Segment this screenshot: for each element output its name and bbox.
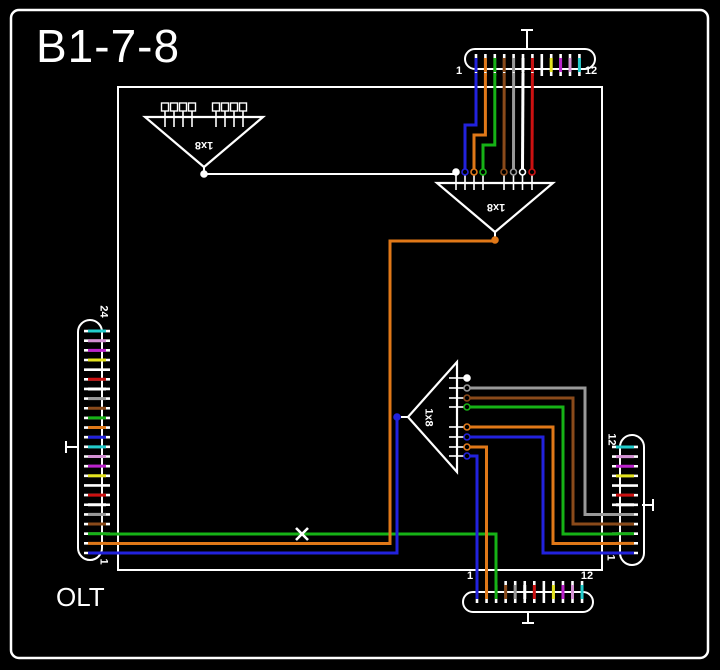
splitter-top-left-symbol — [142, 115, 266, 169]
splitter-top-right-pin-5-dot — [500, 168, 508, 176]
wire-mid-out6-blue — [469, 435, 618, 555]
splitter-middle-label: 1x8 — [422, 408, 435, 427]
wire-mid-out4-green — [469, 405, 618, 536]
olt-label: OLT — [56, 582, 105, 612]
wire-top-port3-green — [481, 73, 497, 170]
splitter-middle-pin-7-dot — [463, 443, 471, 451]
right-connector-body — [619, 434, 645, 566]
splitter-top-right-pin-4-dot — [479, 168, 487, 176]
wire-mid-out7-orange — [469, 445, 488, 586]
top-connector-port1-label: 1 — [455, 65, 463, 77]
right-connector-port12-label: 12 — [605, 433, 618, 446]
wire-mid-out3-brown — [469, 396, 618, 526]
splitter-top-left-pin-square — [238, 102, 248, 112]
olt-connector-port1-label: 1 — [97, 558, 110, 565]
splitter-top-left-pin-square — [229, 102, 239, 112]
splitter-top-right-pin-2-dot — [461, 168, 469, 176]
wire-top-port1-blue — [463, 73, 478, 170]
splitter-top-right-pin-6-dot — [509, 168, 518, 176]
splitter-top-right-pin-8-dot — [528, 168, 536, 176]
bottom-connector-port12-label: 12 — [580, 570, 594, 582]
splitter-top-right-symbol — [433, 181, 557, 234]
wire-olt-port1-blue — [106, 419, 399, 555]
splitter-top-right-pin-3-dot — [470, 168, 478, 176]
wire-mid-out8-blue — [469, 454, 479, 586]
wire-top-port2-orange — [472, 73, 487, 170]
splitter-top-right-apex-dot — [491, 236, 499, 244]
olt-connector-port24-label: 24 — [97, 305, 110, 318]
bottom-connector-port1-label: 1 — [466, 570, 474, 582]
splitter-middle-pin-6-dot — [463, 433, 471, 441]
wire-top-port6-white — [521, 72, 525, 171]
splitter-top-left-pin-square — [169, 102, 179, 112]
wire-mid-out5-orange — [469, 425, 618, 545]
splitter-top-left-pin-square — [187, 102, 197, 112]
top-connector-port12-label: 12 — [584, 65, 598, 77]
splitter-middle-symbol — [406, 359, 459, 475]
splitter-top-left-apex-dot — [200, 170, 208, 178]
splitter-top-right-pin-7-dot — [518, 168, 527, 176]
splitter-top-right-label: 1x8 — [486, 201, 506, 213]
splitter-top-right-pin-1-dot — [452, 168, 460, 176]
wire-olt-port3-green — [106, 532, 498, 586]
fault-x-marker — [295, 527, 309, 541]
splitter-middle-pin-5-dot — [463, 423, 471, 431]
page-title: B1-7-8 — [36, 20, 181, 72]
top-connector-body — [464, 48, 596, 70]
splitter-middle-pin-1-dot — [463, 374, 471, 382]
right-connector-port1-label: 1 — [604, 554, 617, 561]
olt-connector-body — [77, 319, 103, 561]
splitter-middle-apex-dot — [393, 413, 401, 421]
outer-border — [9, 8, 710, 660]
splitter-middle-pin-3-dot — [463, 394, 471, 402]
wire-mid-out2-slate — [469, 386, 618, 516]
splitter-middle-pin-2-dot — [463, 384, 471, 392]
splitter-top-left-pin-square — [178, 102, 188, 112]
splitter-middle-pin-4-dot — [463, 403, 471, 411]
splitter-middle-pin-8-dot — [463, 452, 471, 460]
enclosure-box — [117, 86, 603, 571]
splitter-top-left-label: 1x8 — [194, 139, 214, 151]
splitter-top-left-pin-square — [160, 102, 170, 112]
splitter-top-left-pin-square — [220, 102, 230, 112]
wire-olt-port2-orange — [106, 239, 495, 545]
splitter-top-left-pin-square — [211, 102, 221, 112]
